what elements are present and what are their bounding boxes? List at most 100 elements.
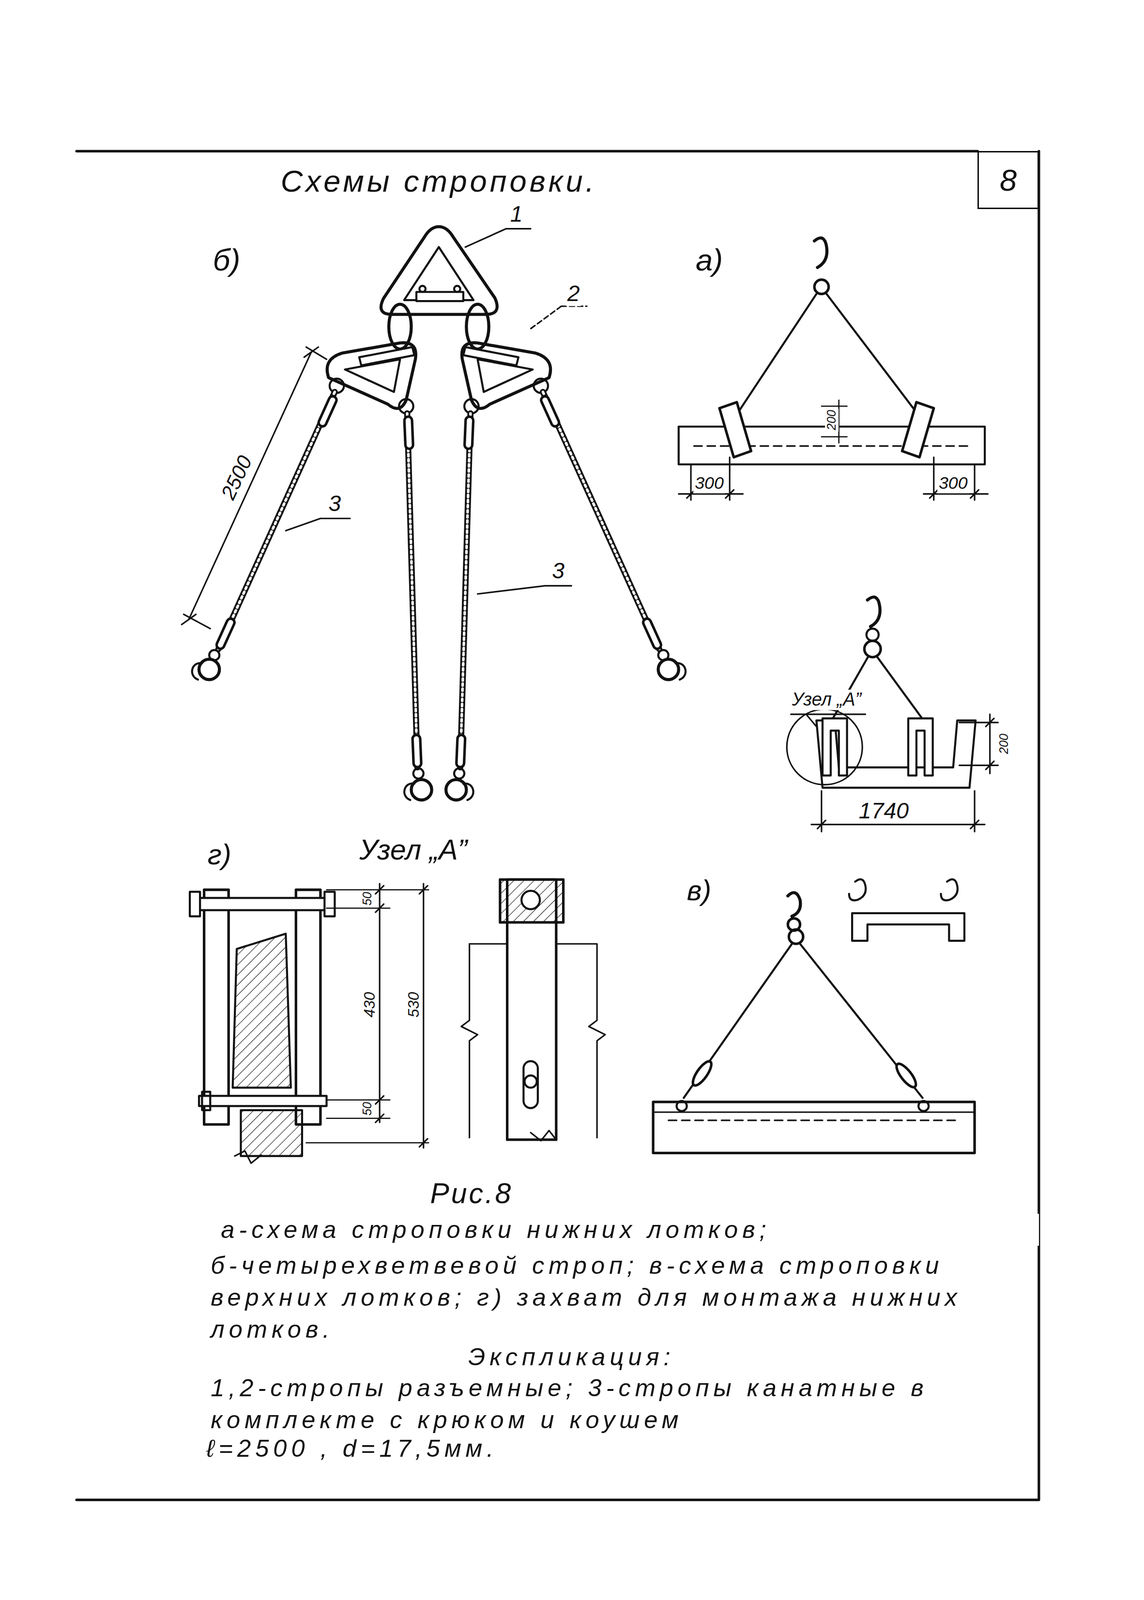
grip-detail-part [189, 892, 200, 917]
grip-detail-part [379, 884, 424, 1149]
grip-detail-part [324, 892, 335, 917]
four-branch-sling-part-part [218, 392, 335, 650]
dimension-label: 200 [824, 408, 839, 432]
upper-tray-sling-part [676, 1101, 687, 1112]
leader-lines-part [285, 518, 351, 531]
upper-tray-sling-part [852, 913, 965, 942]
dimension-label: в) [685, 875, 713, 907]
grip-side-view-part [461, 944, 478, 1139]
lower-tray-section-part [908, 718, 933, 776]
sheet-number-box: 8 [977, 151, 1039, 210]
four-branch-sling-part [419, 286, 426, 293]
dimension-label: 430 [361, 991, 379, 1020]
note-text: б-четырехветвевой строп; в-схема стропов… [209, 1250, 1008, 1346]
four-branch-sling-part [454, 286, 461, 293]
dimension-label: 300 [693, 473, 726, 493]
lower-tray-section-part [867, 597, 881, 627]
leader-lines-part [530, 306, 587, 329]
lower-tray-sling-part [826, 293, 923, 421]
lower-tray-sling-part [901, 402, 934, 458]
dimension-label: Экспликация: [466, 1343, 676, 1372]
lower-tray-section-part [866, 628, 879, 641]
upper-tray-sling-part [689, 1059, 715, 1089]
lower-tray-section-part [791, 714, 866, 727]
grip-side-view-part [521, 891, 540, 910]
dimension-lines-part [181, 614, 197, 625]
four-branch-sling-part-part [407, 413, 418, 768]
grip-detail-part [305, 889, 429, 1144]
four-branch-sling-part-part [416, 739, 418, 764]
dimension-label: г) [206, 839, 233, 871]
upper-tray-sling-part [893, 1061, 919, 1090]
four-branch-sling-part-part [408, 420, 410, 446]
lower-tray-sling-part [814, 279, 829, 295]
four-branch-sling-part-part [416, 739, 418, 764]
four-branch-sling-part-part [413, 768, 424, 779]
dimension-label: 50 [360, 1100, 375, 1118]
lower-tray-sling-part [732, 293, 817, 421]
dimension-label: б) [211, 243, 243, 278]
four-branch-sling-part-part [327, 342, 416, 409]
lower-tray-section-part [876, 656, 924, 721]
upper-tray-sling [653, 879, 975, 1154]
upper-tray-sling-part [849, 879, 866, 901]
dimension-label: 3 [550, 559, 566, 584]
lower-tray-section [786, 597, 998, 833]
four-branch-sling-part-part [359, 347, 415, 366]
lower-tray-sling-part [923, 457, 989, 501]
dimension-label: 530 [404, 991, 422, 1020]
lower-tray-sling-part [719, 402, 751, 458]
four-branch-sling-part-part [220, 622, 231, 645]
four-branch-sling-part-part [322, 400, 333, 423]
four-branch-sling-part-part [404, 783, 415, 801]
dimension-label: 50 [360, 890, 375, 908]
four-branch-sling-part-part [218, 392, 335, 650]
leader-lines-part [477, 585, 572, 595]
dimension-label: 1 [508, 201, 525, 227]
lower-tray-sling-part [814, 238, 827, 268]
dimension-label: 2 [565, 281, 582, 307]
four-branch-sling-part-part [408, 420, 410, 446]
dimension-label: Узел „А” [790, 689, 863, 711]
grip-detail-part [240, 1110, 302, 1157]
grip-detail-part [234, 1151, 262, 1164]
lower-tray-section-part [864, 640, 881, 658]
four-branch-sling-part-part [407, 413, 418, 768]
grip-detail-part [194, 898, 333, 911]
dimension-label: 3 [326, 491, 343, 517]
dimension-lines-part [183, 614, 211, 629]
dimension-label: 1740 [857, 798, 911, 824]
four-branch-sling-part-part [322, 400, 333, 423]
grip-detail-part [295, 889, 321, 1125]
grip-detail-part [198, 1096, 327, 1107]
upper-tray-sling-part [800, 944, 923, 1099]
lower-tray-sling-part [821, 400, 848, 444]
upper-tray-sling-part [787, 892, 801, 917]
sheet-title: Схемы строповки. [279, 164, 599, 199]
dimension-label: а) [694, 243, 725, 278]
dimension-label: 2500 [216, 450, 258, 504]
dimension-lines-part [188, 352, 312, 620]
four-branch-sling-part [445, 304, 686, 801]
upper-tray-sling-part [918, 1101, 929, 1112]
grip-detail-part [232, 933, 291, 1088]
sheet-number: 8 [999, 162, 1017, 198]
dimension-lines [181, 347, 327, 629]
sheet-frame [76, 151, 1039, 1501]
lower-tray-sling [678, 238, 989, 501]
dimension-label: 300 [937, 473, 970, 493]
grip-detail-part [201, 1092, 211, 1111]
grip-detail-part [204, 889, 229, 1125]
leader-lines-part [465, 228, 531, 248]
dimension-label: Узел „А” [357, 834, 469, 866]
grip-side-view-part [500, 879, 564, 923]
dimension-lines-part [304, 347, 319, 358]
four-branch-sling-part [416, 291, 464, 302]
lower-tray-section-part [959, 714, 998, 774]
lower-tray-section-part [786, 709, 863, 785]
upper-tray-sling-part [668, 1119, 960, 1122]
upper-tray-sling-part [941, 879, 958, 901]
upper-tray-sling-part [683, 944, 792, 1099]
four-branch-sling-part [192, 304, 432, 801]
